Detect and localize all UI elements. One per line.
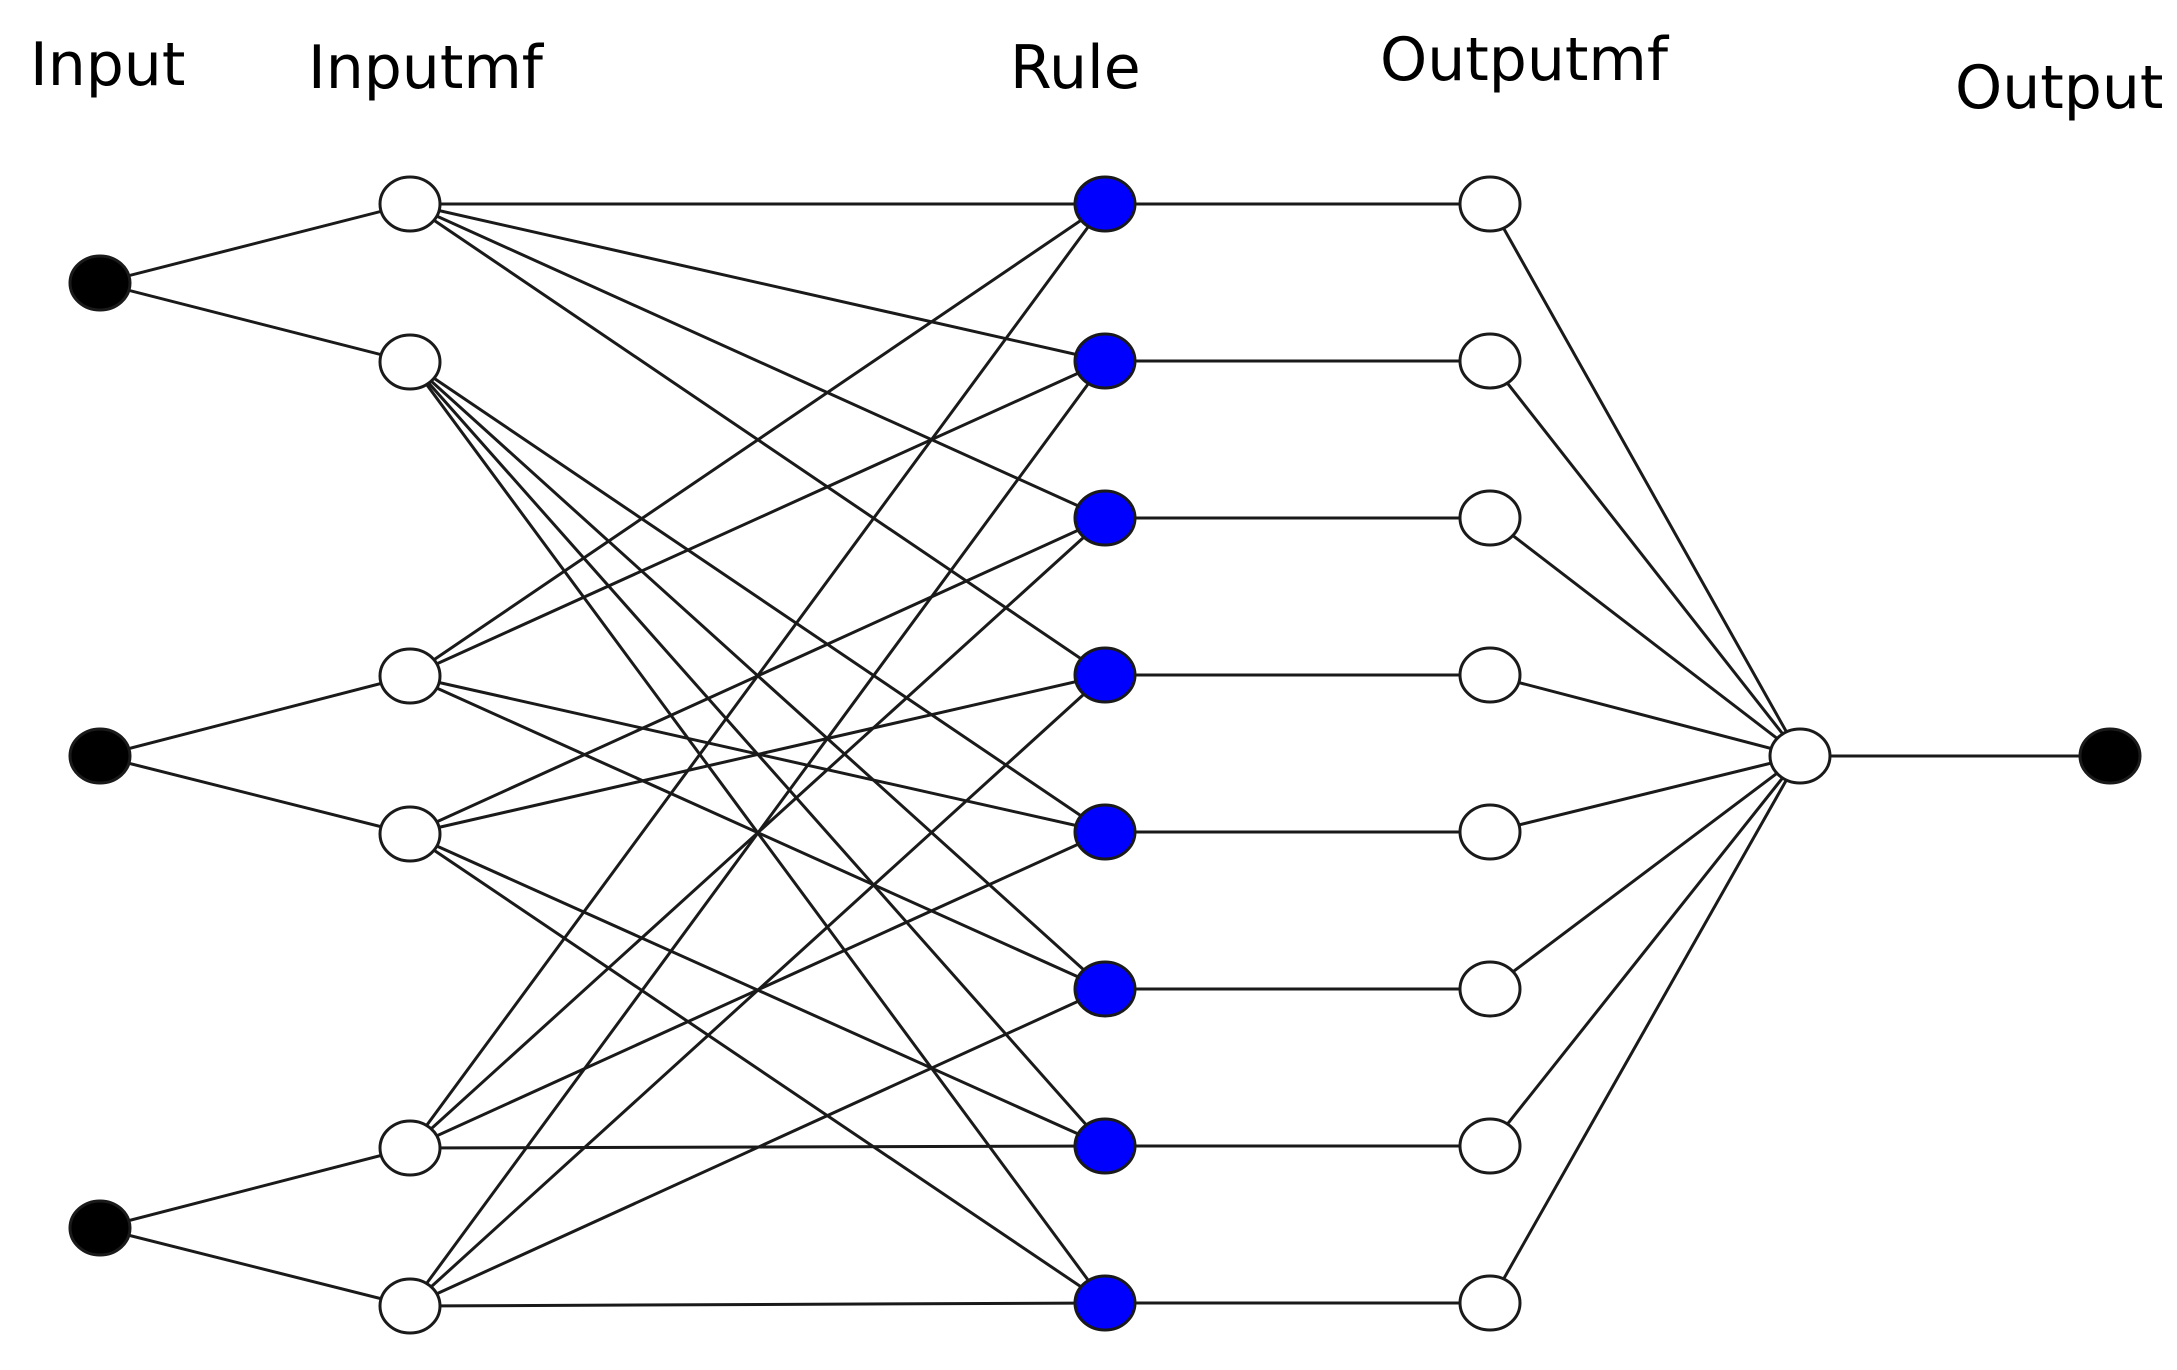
edge-input-1-to-inputmf-1 [99,202,411,285]
rule-node-3 [1073,489,1137,547]
outputmf-node-7 [1458,1117,1522,1175]
edge-inputmf-3-to-rule-2 [409,359,1106,678]
output-node [2078,727,2142,785]
edge-input-2-to-inputmf-4 [99,754,411,836]
edge-inputmf-2-to-rule-8 [408,361,1107,1304]
label-rule: Rule [1010,33,1141,103]
edge-inputmf-4-to-rule-8 [409,832,1106,1305]
edge-inputmf-2-to-rule-6 [408,360,1107,991]
edge-inputmf-5-to-rule-7 [409,1144,1106,1150]
label-output: Output [1955,53,2163,123]
edge-inputmf-1-to-rule-2 [409,202,1106,363]
rule-node-6 [1073,960,1137,1018]
label-outputmf: Outputmf [1380,25,1670,95]
edge-outputmf-4-to-sum [1489,673,1801,758]
outputmf-node-2 [1458,332,1522,390]
label-input: Input [30,30,185,100]
rule-node-8 [1073,1274,1137,1332]
layer-labels: Input Inputmf Rule Outputmf Output [30,25,2163,123]
edge-inputmf-2-to-rule-5 [409,360,1106,834]
outputmf-node-8 [1458,1274,1522,1332]
sum-node [1768,727,1832,785]
edge-outputmf-3-to-sum [1489,516,1801,758]
edge-outputmf-5-to-sum [1489,754,1801,834]
inputmf-node-2 [378,333,442,391]
rule-node-4 [1073,646,1137,704]
edge-input-1-to-inputmf-2 [99,281,411,364]
edge-outputmf-6-to-sum [1489,754,1801,991]
edge-inputmf-1-to-rule-4 [409,202,1106,677]
inputmf-node-5 [378,1119,442,1177]
edge-input-3-to-inputmf-5 [99,1146,411,1230]
outputmf-node-3 [1458,489,1522,547]
edge-input-2-to-inputmf-3 [99,674,411,758]
connections [99,202,2110,1308]
input-node-3 [68,1199,132,1257]
outputmf-node-1 [1458,175,1522,233]
input-node-1 [68,254,132,312]
edge-outputmf-2-to-sum [1488,360,1802,757]
edge-inputmf-4-to-rule-7 [409,832,1106,1148]
edge-inputmf-1-to-rule-3 [409,202,1106,520]
inputmf-node-3 [378,647,442,705]
input-node-2 [68,727,132,785]
edge-outputmf-8-to-sum [1488,755,1802,1304]
inputmf-node-1 [378,175,442,233]
rule-node-1 [1073,175,1137,233]
edge-input-3-to-inputmf-6 [99,1226,411,1308]
outputmf-node-6 [1458,960,1522,1018]
inputmf-node-4 [378,805,442,863]
edge-outputmf-7-to-sum [1488,755,1802,1147]
rule-node-5 [1073,803,1137,861]
rule-node-2 [1073,332,1137,390]
nodes [68,175,2142,1335]
label-inputmf: Inputmf [308,33,545,103]
edge-inputmf-6-to-rule-8 [409,1301,1106,1308]
outputmf-node-5 [1458,803,1522,861]
edge-inputmf-2-to-rule-7 [408,361,1107,1147]
edge-outputmf-1-to-sum [1488,203,1802,757]
outputmf-node-4 [1458,646,1522,704]
rule-node-7 [1073,1117,1137,1175]
inputmf-node-6 [378,1277,442,1335]
